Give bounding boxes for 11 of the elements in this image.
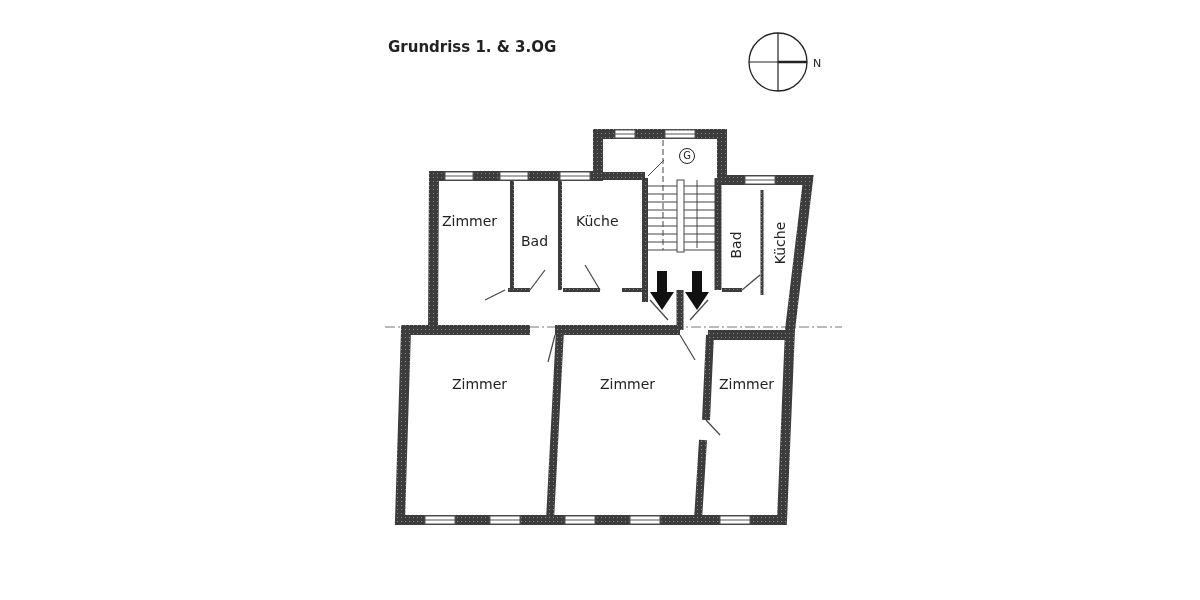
room-label: Zimmer bbox=[452, 377, 508, 391]
room-label: Zimmer bbox=[442, 214, 498, 228]
room-label: Zimmer bbox=[719, 377, 775, 391]
north-label: N bbox=[813, 58, 822, 69]
room-label: Zimmer bbox=[600, 377, 656, 391]
room-label: Bad bbox=[728, 231, 743, 259]
plan-title: Grundriss 1. & 3.OG bbox=[388, 40, 557, 55]
room-label: Küche bbox=[576, 214, 619, 228]
room-label: Bad bbox=[521, 234, 549, 248]
circled-letter: G bbox=[679, 148, 695, 164]
room-label: Küche bbox=[773, 221, 788, 265]
